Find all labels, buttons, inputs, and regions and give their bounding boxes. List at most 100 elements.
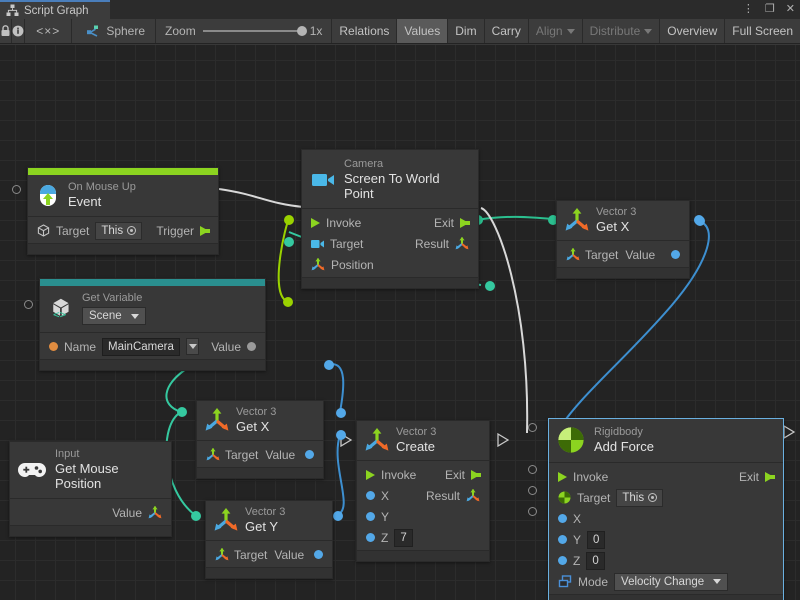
external-port-addforce-y[interactable] <box>528 465 537 474</box>
flow-triangle-create-invoke[interactable] <box>340 433 352 447</box>
z-value-input[interactable]: 0 <box>586 551 605 570</box>
port-row-target-result[interactable]: Target Result <box>302 233 478 254</box>
target-picker-icon[interactable] <box>648 493 658 502</box>
node-rigidbody-add-force[interactable]: Rigidbody Add Force Invoke Exit <box>548 418 784 600</box>
connector-dot-create-result-out[interactable] <box>485 281 495 291</box>
target-this-button[interactable]: This <box>95 221 143 240</box>
vector3-port-icon[interactable] <box>206 448 220 461</box>
port-row-target-value[interactable]: Target Value <box>197 444 323 465</box>
port-row-target-value[interactable]: Target Value <box>557 244 689 265</box>
port-row-target-value[interactable]: Target Value <box>206 544 332 565</box>
node-vector3-get-y[interactable]: Vector 3 Get Y Target Value <box>205 500 333 579</box>
vector3-port-icon[interactable] <box>215 548 229 561</box>
zoom-control[interactable]: Zoom 1x <box>156 19 333 43</box>
port-row-mode[interactable]: Mode Velocity Change <box>549 571 783 592</box>
data-in-pin-name[interactable] <box>49 342 58 351</box>
port-row-z[interactable]: Z 7 <box>357 527 489 548</box>
port-row-x[interactable]: X <box>549 508 783 529</box>
connector-dot-camera-target[interactable] <box>284 215 294 225</box>
flow-out-pin-exit[interactable] <box>765 471 775 482</box>
port-row-invoke-exit[interactable]: Invoke Exit <box>549 466 783 487</box>
info-icon[interactable] <box>12 19 26 43</box>
camera-port-icon[interactable] <box>311 239 324 249</box>
port-row-target[interactable]: Target This Trigger <box>28 220 218 241</box>
external-port-getvariable-name[interactable] <box>24 300 33 309</box>
enum-port-icon[interactable] <box>558 575 572 588</box>
toolbar-item-carry[interactable]: Carry <box>484 19 529 43</box>
node-vector3-create[interactable]: Vector 3 Create Invoke Exit X Result <box>356 420 490 562</box>
external-port-addforce-invoke[interactable] <box>528 423 537 432</box>
connector-dot-camera-position[interactable] <box>284 237 294 247</box>
code-view-button[interactable]: <×> <box>25 19 73 43</box>
toolbar-item-distribute[interactable]: Distribute <box>582 19 661 43</box>
connector-dot-getx-target[interactable] <box>548 215 558 225</box>
mode-dropdown[interactable]: Velocity Change <box>614 572 729 591</box>
flow-triangle-addforce-exit[interactable] <box>783 425 795 439</box>
data-in-pin-z[interactable] <box>366 533 375 542</box>
toolbar-item-dim[interactable]: Dim <box>448 19 485 43</box>
flow-out-pin-exit[interactable] <box>471 469 481 480</box>
data-out-pin-value[interactable] <box>247 342 256 351</box>
zoom-slider-knob[interactable] <box>296 26 307 36</box>
node-input-get-mouse-position[interactable]: Input Get Mouse Position Value <box>9 441 172 537</box>
connector-dot-getx-mid-value-out[interactable] <box>324 360 334 370</box>
external-port-onmouseup-target[interactable] <box>12 185 21 194</box>
vector3-port-icon[interactable] <box>455 237 469 250</box>
port-row-y[interactable]: Y <box>357 506 489 527</box>
variable-name-input[interactable]: MainCamera <box>102 337 180 356</box>
rigidbody-port-icon[interactable] <box>558 491 571 504</box>
flow-out-pin-exit[interactable] <box>460 217 470 228</box>
node-camera-screen-to-world-point[interactable]: Camera Screen To World Point Invoke Exit <box>301 149 479 289</box>
flow-out-pin-trigger[interactable] <box>200 225 210 236</box>
data-in-pin-x[interactable] <box>558 514 567 523</box>
toolbar-item-full-screen[interactable]: Full Screen <box>725 19 800 43</box>
target-this-button[interactable]: This <box>616 488 664 507</box>
toolbar-item-overview[interactable]: Overview <box>660 19 726 43</box>
node-vector3-get-x-mid[interactable]: Vector 3 Get X Target Value <box>196 400 324 479</box>
node-get-variable[interactable]: <> Get Variable Scene Name MainCamera <box>39 278 266 371</box>
data-out-pin-value[interactable] <box>314 550 324 559</box>
vector3-port-icon[interactable] <box>566 248 580 261</box>
target-picker-icon[interactable] <box>127 226 137 235</box>
variable-kind-dropdown[interactable]: Scene <box>82 307 146 325</box>
menu-icon[interactable]: ⋮ <box>742 3 754 15</box>
flow-in-pin-invoke[interactable] <box>558 471 567 482</box>
z-value-input[interactable]: 7 <box>394 528 413 547</box>
lock-icon[interactable] <box>0 19 13 43</box>
vector3-port-icon[interactable] <box>311 258 325 271</box>
flow-in-pin-invoke[interactable] <box>311 217 320 228</box>
node-on-mouse-up[interactable]: On Mouse Up Event Target This <box>27 167 219 255</box>
graph-canvas[interactable]: On Mouse Up Event Target This <box>0 45 800 600</box>
port-row-value[interactable]: Value <box>10 502 171 523</box>
data-in-pin-y[interactable] <box>366 512 375 521</box>
port-row-target[interactable]: Target This <box>549 487 783 508</box>
port-row-name[interactable]: Name MainCamera Value <box>40 336 265 357</box>
external-port-addforce-z[interactable] <box>528 486 537 495</box>
data-in-pin-y[interactable] <box>558 535 567 544</box>
variable-name-dropdown-button[interactable] <box>185 338 200 355</box>
close-icon[interactable]: ✕ <box>785 3 795 15</box>
vector3-port-icon[interactable] <box>148 506 162 519</box>
flow-triangle-create-exit[interactable] <box>497 433 509 447</box>
connector-dot-gety-value-out[interactable] <box>333 511 343 521</box>
maximize-icon[interactable]: ❐ <box>764 3 775 15</box>
connector-dot-create-y-in[interactable] <box>336 430 346 440</box>
connector-dot-variable-value-out[interactable] <box>283 297 293 307</box>
data-in-pin-z[interactable] <box>558 556 567 565</box>
graph-object-selector[interactable]: Sphere <box>72 19 157 43</box>
data-out-pin-value[interactable] <box>305 450 315 459</box>
port-row-y[interactable]: Y 0 <box>549 529 783 550</box>
zoom-slider[interactable] <box>202 26 307 36</box>
data-in-pin-x[interactable] <box>366 491 375 500</box>
y-value-input[interactable]: 0 <box>587 530 606 549</box>
port-row-z[interactable]: Z 0 <box>549 550 783 571</box>
node-vector3-get-x-top[interactable]: Vector 3 Get X Target Value <box>556 200 690 279</box>
vector3-port-icon[interactable] <box>466 489 480 502</box>
tab-script-graph[interactable]: Script Graph <box>0 0 110 19</box>
port-row-invoke-exit[interactable]: Invoke Exit <box>302 212 478 233</box>
external-port-addforce-mode[interactable] <box>528 507 537 516</box>
data-out-pin-value[interactable] <box>671 250 680 259</box>
toolbar-item-align[interactable]: Align <box>528 19 583 43</box>
flow-in-pin-invoke[interactable] <box>366 469 375 480</box>
connector-dot-gety-target[interactable] <box>191 511 201 521</box>
